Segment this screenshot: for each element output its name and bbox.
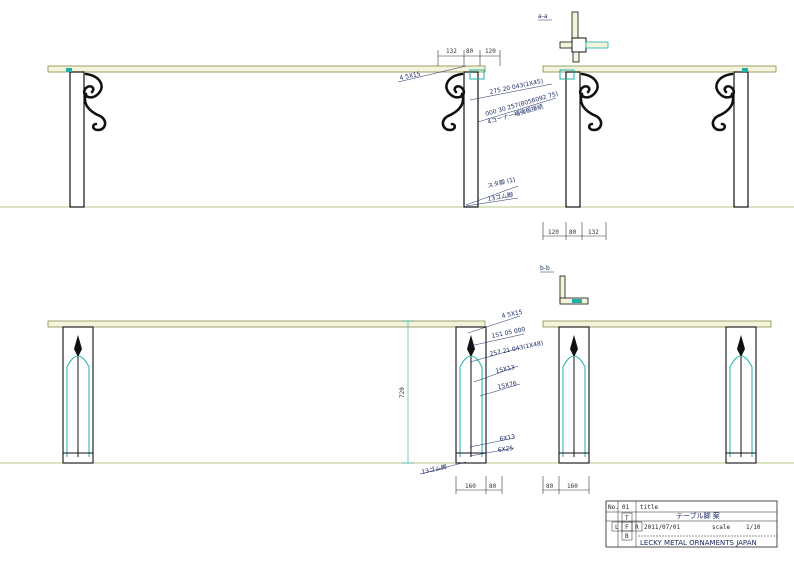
- side-leg-2: [441, 69, 485, 208]
- tb-date: 2011/07/01: [644, 524, 681, 531]
- ann-front-3: 257 21 043(1X48): [489, 340, 544, 358]
- dim-bottom-b: 80: [569, 229, 577, 236]
- side-leg-4: [711, 68, 749, 208]
- ann-front-7: 6X25: [497, 445, 514, 454]
- table-top-side-left: [47, 65, 486, 73]
- dim-top-a: 132: [446, 48, 457, 55]
- tb-scale-value: 1/10: [746, 524, 761, 531]
- dim-front-d: 160: [567, 483, 578, 490]
- title-block: [605, 500, 778, 548]
- tb-cell-r: R: [635, 524, 639, 531]
- ann-front-4: 15X13: [495, 364, 516, 375]
- tb-company: LECKY METAL ORNAMENTS JAPAN: [640, 539, 757, 547]
- dim-bottom-a: 120: [548, 229, 559, 236]
- dim-front-c: 80: [546, 483, 554, 490]
- tb-scale-label: scale: [712, 524, 730, 531]
- ann-side-1: 4 5X15: [399, 71, 421, 82]
- tb-cell-b: B: [625, 533, 629, 540]
- ann-front-1: 4 5X15: [501, 309, 523, 320]
- tb-cell-t: T: [625, 515, 629, 522]
- tb-no-label: No.: [608, 504, 619, 511]
- side-leg-1: [66, 68, 107, 208]
- dim-top-b: 80: [466, 48, 474, 55]
- tb-cell-l: L: [615, 524, 619, 531]
- section-a-detail: [559, 11, 609, 63]
- dim-front-a: 160: [465, 483, 476, 490]
- tb-no-value: 01: [622, 504, 630, 511]
- ann-side-2: 275 20 043(1X45): [489, 78, 544, 96]
- ann-side-5: スタ脚 (1): [487, 175, 517, 190]
- dim-front-b: 80: [489, 483, 497, 490]
- front-leg-4: [725, 326, 757, 464]
- dim-top-c: 120: [485, 48, 496, 55]
- front-leg-1: [62, 326, 94, 464]
- tb-cell-f: F: [625, 524, 629, 531]
- tb-item-label: title: [640, 504, 658, 511]
- section-label-b: b-b: [540, 265, 550, 272]
- ann-front-8: 13ゴム脚: [421, 463, 448, 476]
- front-leg-3: [558, 326, 590, 464]
- dim-bottom-c: 132: [588, 229, 599, 236]
- side-leader-lines: [397, 65, 557, 207]
- table-top-side-right: [542, 65, 777, 73]
- side-leg-3: [559, 69, 603, 208]
- dimension-top-side: [437, 50, 501, 66]
- ann-front-6: 6X13: [499, 433, 516, 443]
- section-label-a: a-a: [538, 13, 548, 20]
- dimension-height: [402, 320, 414, 464]
- dimension-bottom-side: [542, 222, 607, 240]
- table-top-front-left: [47, 320, 486, 328]
- ann-front-5: 15X76: [497, 380, 518, 391]
- ann-front-2: 151 05 000: [491, 326, 526, 340]
- section-b-detail: [559, 275, 589, 305]
- table-top-front-right: [542, 320, 772, 328]
- front-leg-2: [455, 326, 487, 464]
- dimension-bottom-front: [455, 476, 590, 494]
- dim-height: 720: [399, 387, 406, 398]
- front-leader-lines: [419, 315, 525, 475]
- tb-item-value: テーブル脚 案: [676, 511, 720, 520]
